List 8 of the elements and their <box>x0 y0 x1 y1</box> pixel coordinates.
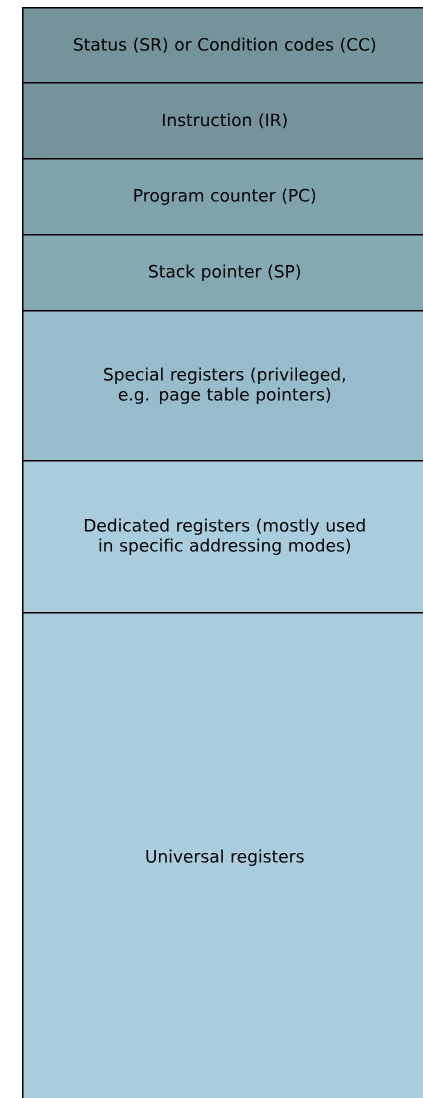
node-label: Dedicated registers (mostly used in specific addressing modes) <box>84 518 365 555</box>
node-label: Status (SR) or Condition codes (CC) <box>73 37 376 53</box>
register-box: Status (SR) or Condition codes (CC) <box>22 7 423 84</box>
register-box: Instruction (IR) <box>22 82 423 160</box>
register-box: Dedicated registers (mostly used in specific addressing modes) <box>22 460 423 614</box>
register-box: Special registers (privileged, e.g. page table pointers) <box>22 310 423 462</box>
register-box: Program counter (PC) <box>22 158 423 236</box>
register-box: Stack pointer (SP) <box>22 234 423 312</box>
